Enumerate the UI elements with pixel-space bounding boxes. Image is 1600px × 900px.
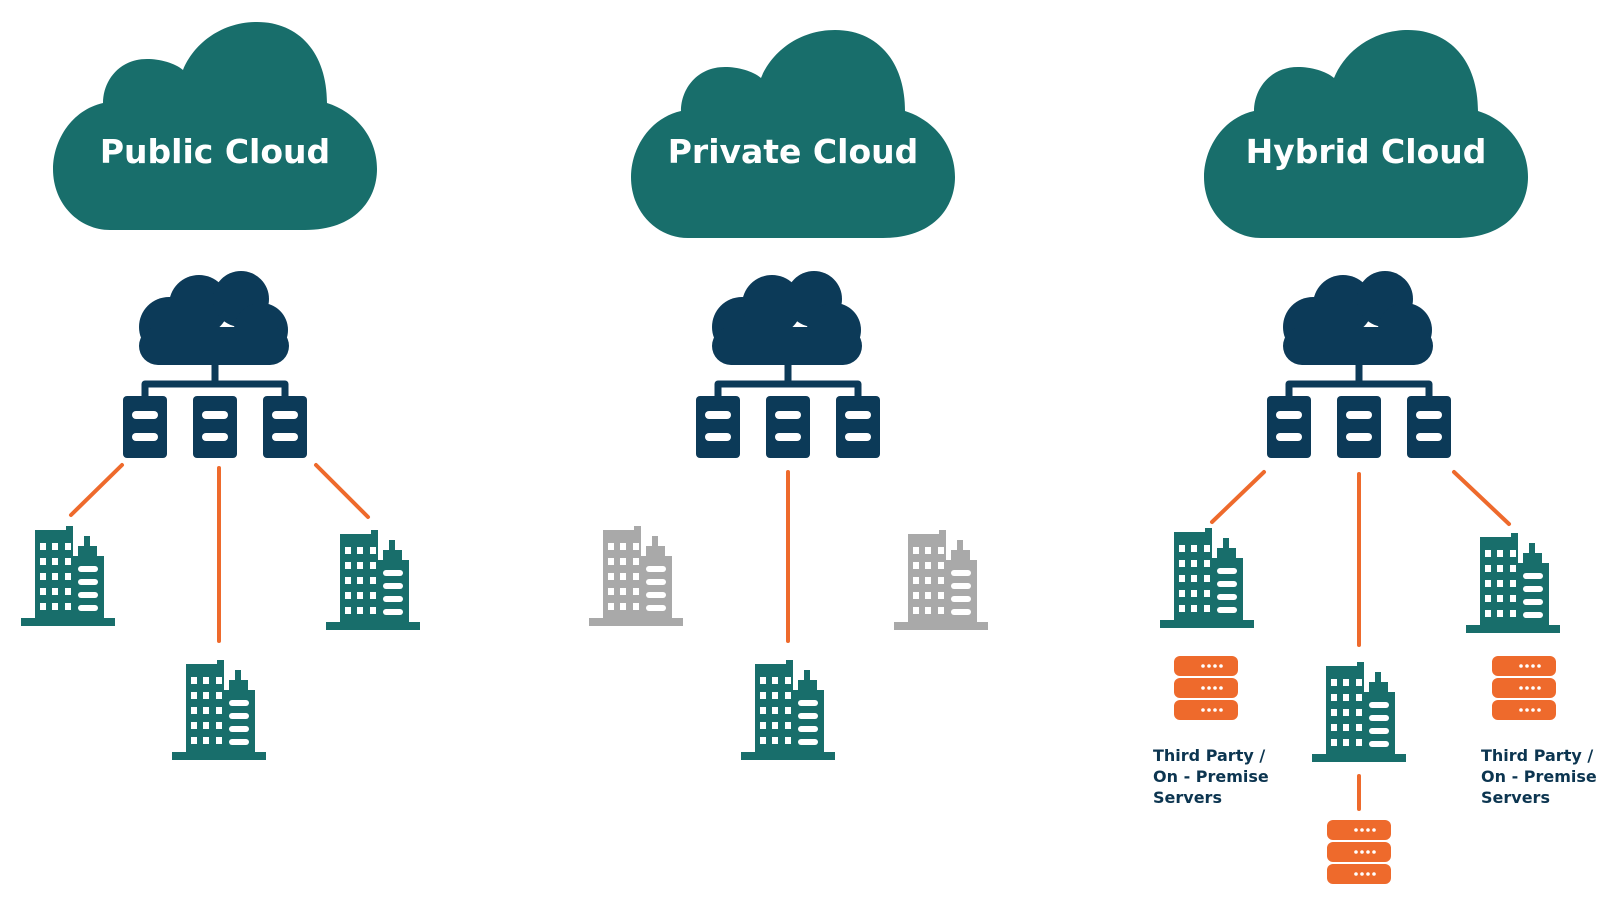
public-cloud-header-cloud-icon (53, 22, 377, 230)
hybrid-right-server-label-line: Third Party / (1481, 746, 1593, 765)
hybrid-cloud-server-bottom-icon (1327, 820, 1391, 884)
hybrid-cloud-connectors (1210, 470, 1511, 811)
private-cloud-building-right-inactive-icon (894, 530, 988, 630)
hybrid-left-server-label-line: Servers (1153, 788, 1222, 807)
hybrid-cloud-panel: Hybrid Cloud Third Party / (1153, 30, 1600, 884)
public-cloud-building-right-icon (326, 530, 420, 630)
public-cloud-building-center-icon (172, 660, 266, 760)
hybrid-left-server-label-line: Third Party / (1153, 746, 1265, 765)
public-cloud-network-icon (123, 271, 307, 458)
hybrid-cloud-building-center-icon (1312, 662, 1406, 762)
hybrid-left-server-label-line: On - Premise (1153, 767, 1269, 786)
public-cloud-panel: Public Cloud (21, 22, 420, 760)
hybrid-left-server-label: Third Party / On - Premise Servers (1153, 746, 1274, 807)
hybrid-cloud-building-right-icon (1466, 533, 1560, 633)
hybrid-cloud-building-left-icon (1160, 528, 1254, 628)
hybrid-cloud-title: Hybrid Cloud (1246, 132, 1487, 171)
private-cloud-building-center-icon (741, 660, 835, 760)
private-cloud-panel: Private Cloud (589, 30, 988, 760)
hybrid-cloud-network-icon (1267, 271, 1451, 458)
hybrid-right-server-label: Third Party / On - Premise Servers (1481, 746, 1600, 807)
private-cloud-building-left-inactive-icon (589, 526, 683, 626)
public-cloud-title: Public Cloud (100, 132, 330, 171)
hybrid-right-server-label-line: Servers (1481, 788, 1550, 807)
public-cloud-building-left-icon (21, 526, 115, 626)
public-cloud-connectors (69, 463, 370, 643)
private-cloud-network-icon (696, 271, 880, 458)
hybrid-right-server-label-line: On - Premise (1481, 767, 1597, 786)
private-cloud-title: Private Cloud (668, 132, 919, 171)
hybrid-cloud-server-right-icon (1492, 656, 1556, 720)
hybrid-cloud-server-left-icon (1174, 656, 1238, 720)
